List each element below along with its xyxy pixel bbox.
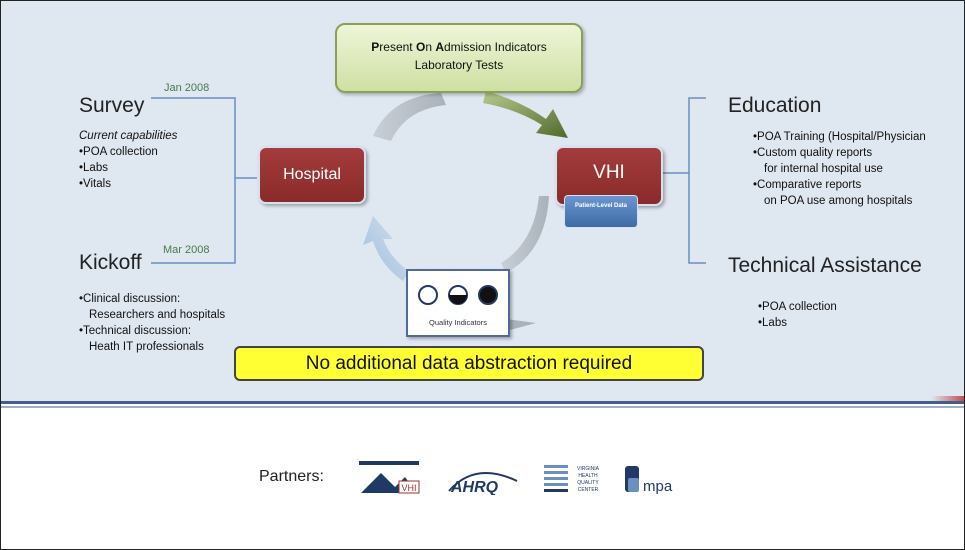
- kickoff-item: Heath IT professionals: [89, 341, 204, 353]
- education-item: •Custom quality reports: [753, 147, 873, 159]
- education-title: Education: [728, 94, 822, 117]
- kickoff-date: Mar 2008: [163, 244, 210, 256]
- svg-text:VIRGINIA: VIRGINIA: [577, 466, 600, 472]
- education-item: for internal hospital use: [764, 163, 883, 175]
- svg-text:CENTER: CENTER: [578, 487, 599, 493]
- survey-item: •Labs: [79, 162, 108, 174]
- technical-assistance-details: •POA collection •Labs: [758, 299, 837, 331]
- cycle-arrow-to-vhi: [483, 91, 568, 138]
- svg-text:HEALTH: HEALTH: [578, 473, 598, 479]
- patient-level-data-box: Patient-Level Data: [564, 195, 638, 228]
- survey-kickoff-bracket: [151, 97, 236, 264]
- kickoff-item: •Technical discussion:: [79, 325, 192, 337]
- no-abstraction-callout: No additional data abstraction required: [234, 346, 704, 381]
- kickoff-title: Kickoff: [79, 251, 142, 274]
- kickoff-item: Researchers and hospitals: [89, 309, 226, 321]
- full-ball-icon: [478, 285, 498, 305]
- survey-item: •Vitals: [79, 178, 111, 190]
- technical-assistance-title: Technical Assistance: [728, 254, 922, 277]
- vhi-logo-text: VHI: [401, 483, 416, 493]
- divider-line: [1, 401, 964, 404]
- survey-subtitle: Current capabilities: [79, 130, 178, 142]
- cycle-arrow-to-hospital: [363, 216, 409, 281]
- empty-ball-icon: [418, 285, 438, 305]
- ahrq-logo: AHRQ: [448, 472, 518, 495]
- vhi-logo: VHI: [359, 461, 420, 494]
- connector-layer: [151, 91, 706, 331]
- half-ball-fill: [449, 295, 467, 304]
- patient-level-data-label: Patient-Level Data: [574, 203, 628, 209]
- ahrq-logo-text: AHRQ: [450, 479, 499, 495]
- poa-indicators-box: Present On Admission Indicators Laborato…: [335, 23, 583, 93]
- ta-item: •Labs: [758, 317, 787, 329]
- survey-details: Current capabilities •POA collection •La…: [79, 128, 177, 192]
- mpa-logo: mpa: [625, 466, 673, 495]
- kickoff-item: •Clinical discussion:: [79, 293, 181, 305]
- mpa-logo-text: mpa: [643, 478, 673, 495]
- cycle-arc-bottom: [506, 319, 536, 331]
- survey-item: •POA collection: [79, 146, 158, 158]
- ta-item: •POA collection: [758, 301, 837, 313]
- cycle-arc-top-left: [373, 93, 446, 141]
- vhi-label: VHI: [593, 162, 625, 183]
- kickoff-details: •Clinical discussion: Researchers and ho…: [79, 291, 225, 355]
- quality-indicators-label: Quality Indicators: [429, 318, 487, 327]
- poa-line2: Laboratory Tests: [414, 58, 504, 72]
- divider-line-thin: [1, 406, 964, 408]
- education-ta-bracket: [688, 97, 706, 264]
- vhqc-logo: VIRGINIA HEALTH QUALITY CENTER: [544, 465, 600, 493]
- poa-line1: Present On Admission Indicators: [371, 40, 547, 54]
- harvey-balls-icon: [418, 285, 498, 305]
- cycle-arc-right: [501, 196, 549, 273]
- quality-indicators-box: Quality Indicators: [406, 269, 510, 337]
- hospital-label: Hospital: [283, 166, 341, 183]
- survey-title: Survey: [79, 94, 145, 117]
- education-item: •POA Training (Hospital/Physician: [753, 131, 926, 143]
- survey-date: Jan 2008: [164, 82, 210, 94]
- education-item: •Comparative reports: [753, 179, 862, 191]
- svg-text:QUALITY: QUALITY: [577, 480, 599, 486]
- education-details: •POA Training (Hospital/Physician •Custo…: [753, 129, 963, 209]
- partners-label: Partners:: [259, 468, 324, 485]
- red-accent-line: [931, 396, 964, 403]
- hospital-box: Hospital: [258, 146, 366, 204]
- education-item: on POA use among hospitals: [764, 195, 913, 207]
